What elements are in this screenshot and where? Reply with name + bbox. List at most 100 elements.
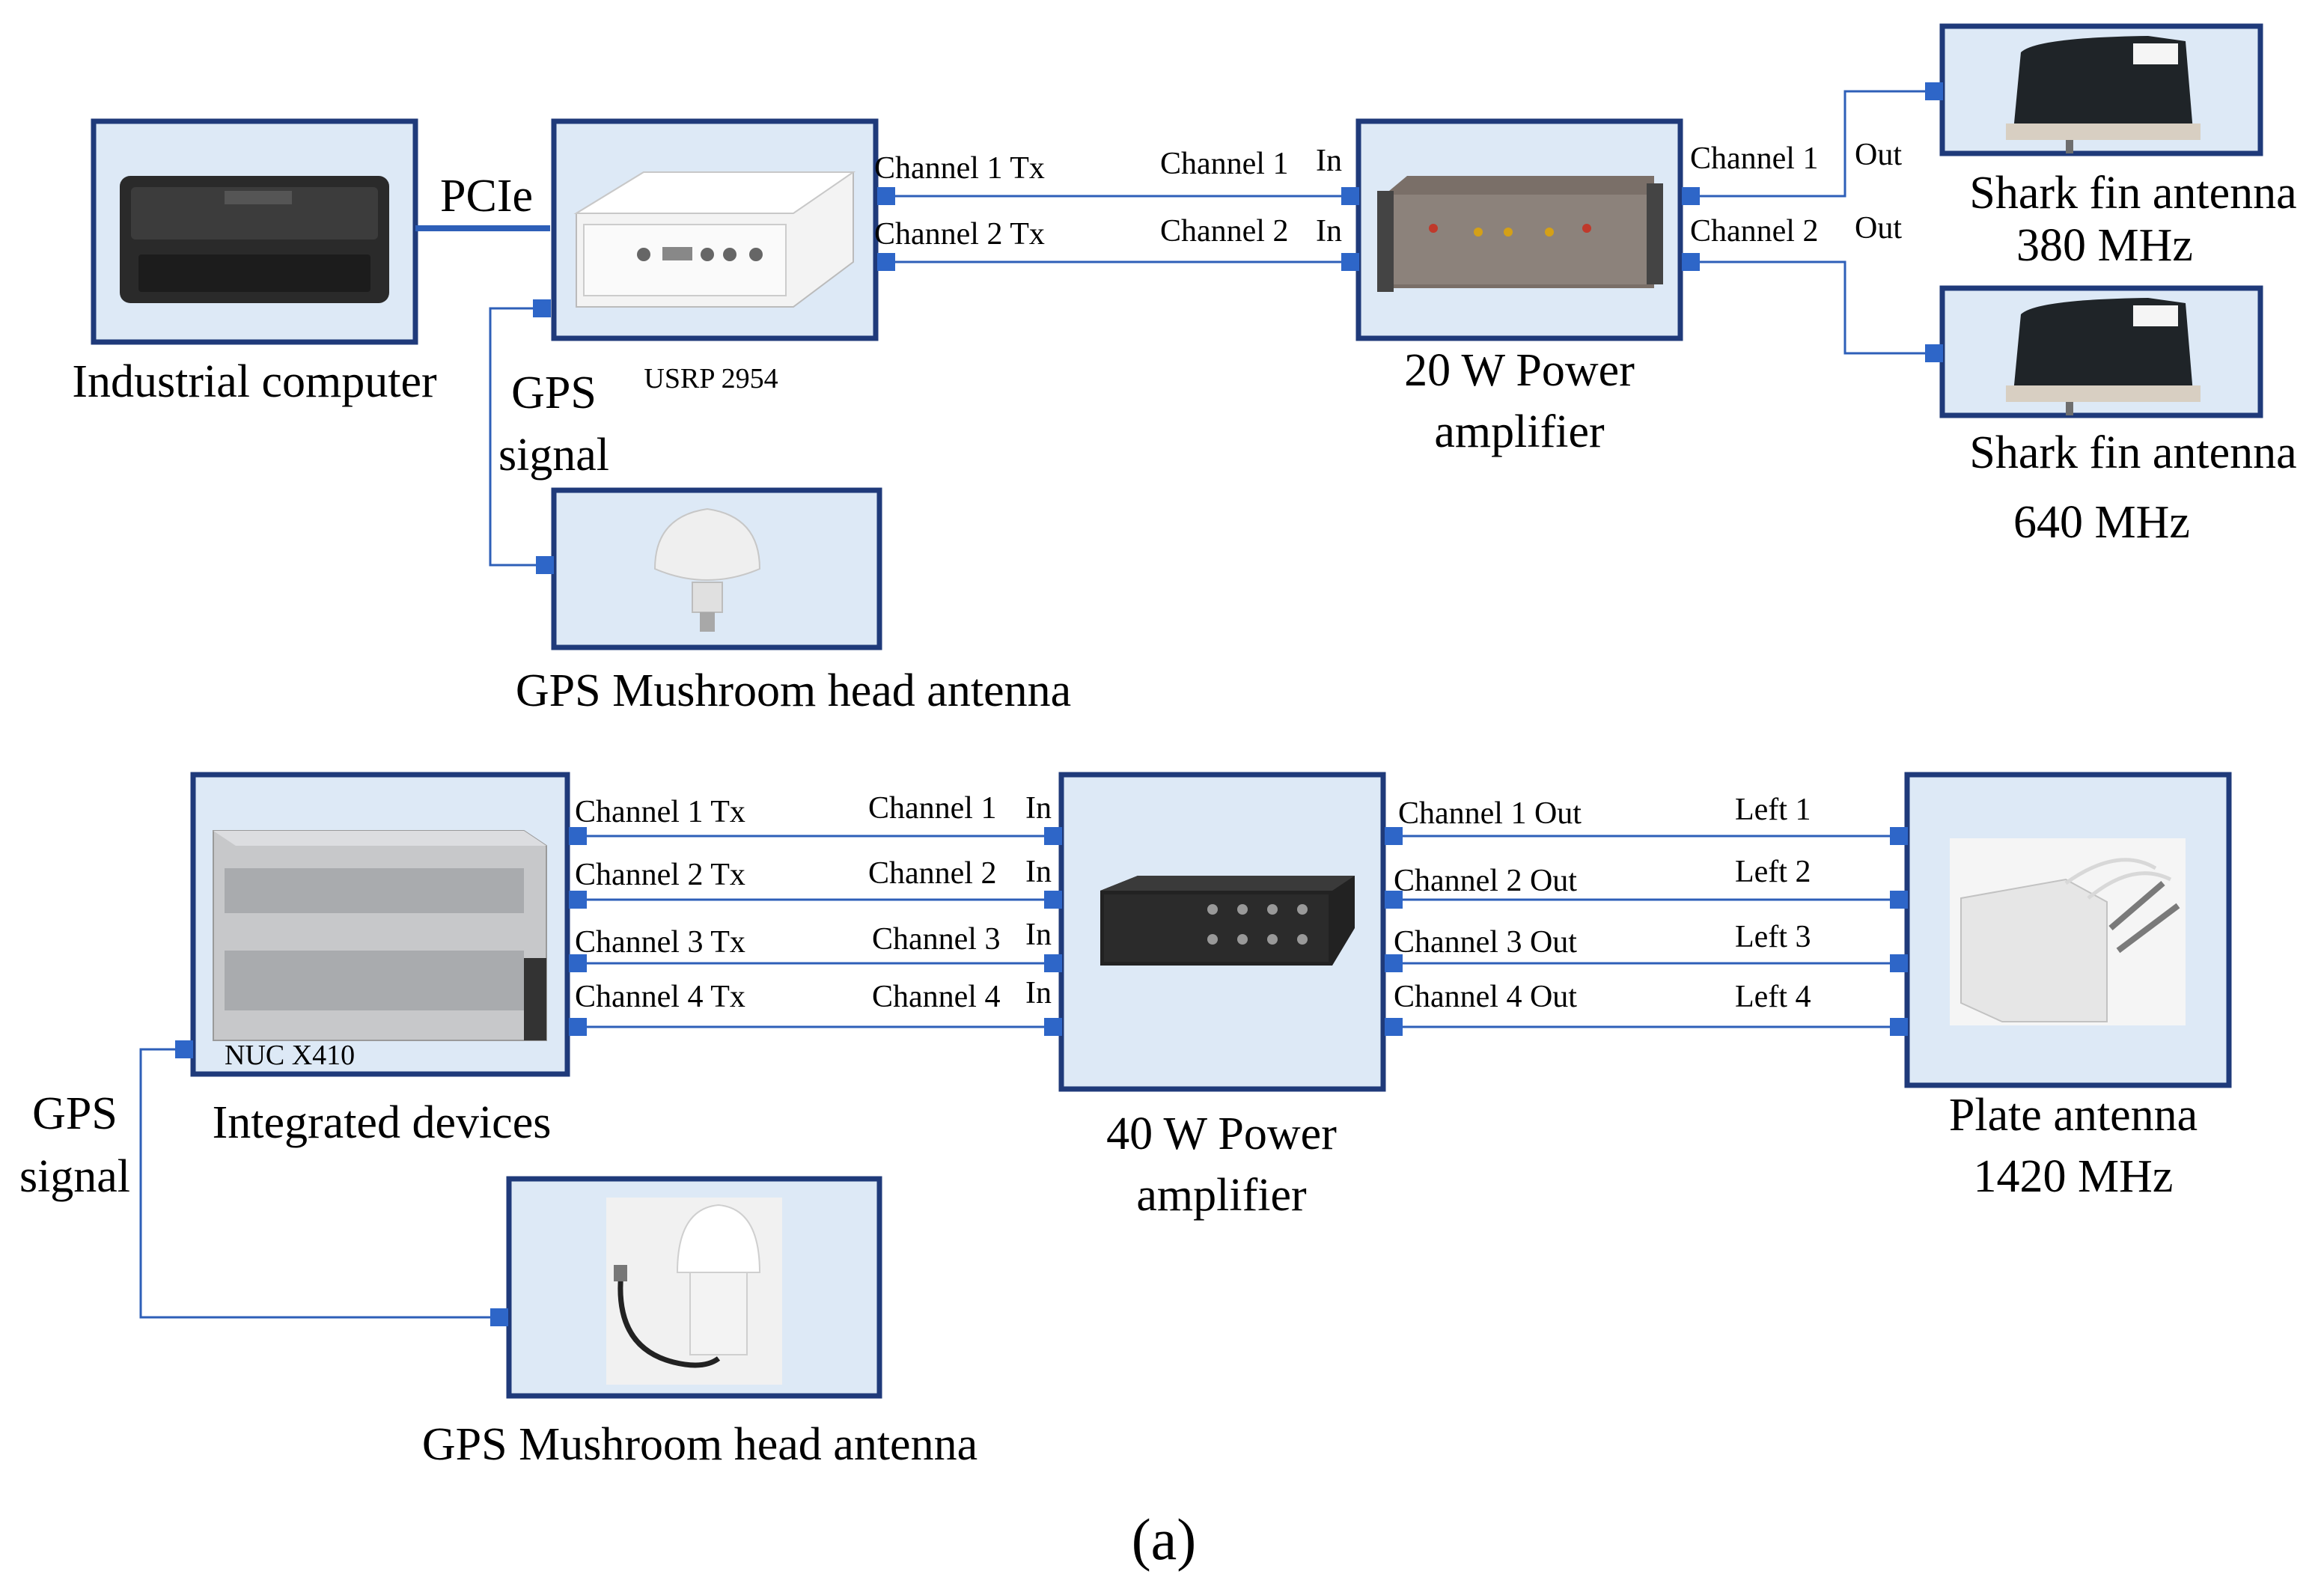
pcie-label: PCIe (440, 171, 533, 222)
gps-antenna-port-top (536, 556, 554, 574)
amp40-in-port-2 (1044, 891, 1062, 909)
top-out2-word: Out (1855, 211, 1902, 245)
top-ch1-tx-label: Channel 1 Tx (874, 151, 1045, 186)
shark-640-label-2: 640 MHz (2013, 497, 2190, 548)
amp40-in-port-1 (1044, 827, 1062, 845)
bottom-left-label-1: Left 1 (1735, 793, 1811, 827)
industrial-computer-label: Industrial computer (72, 356, 437, 407)
shark-antenna-380-block: Shark fin antenna 380 MHz (1925, 23, 2297, 271)
integrated-devices-label: Integrated devices (213, 1097, 552, 1148)
bottom-tx-label-4: Channel 4 Tx (575, 980, 745, 1014)
top-out1-word: Out (1855, 138, 1902, 172)
gps-antenna-block-bottom: GPS Mushroom head antenna (422, 1176, 978, 1470)
bottom-left-label-2: Left 2 (1735, 855, 1811, 889)
amp20-block: 20 W Power amplifier (1341, 118, 1700, 457)
gps-signal-wire-top (489, 307, 537, 567)
top-ch2-tx-label: Channel 2 Tx (874, 217, 1045, 251)
gps-antenna-port-bottom (490, 1308, 508, 1326)
mushroom-antenna-image-bottom (606, 1198, 782, 1385)
bottom-tx-label-2: Channel 2 Tx (575, 858, 745, 892)
bottom-left-label-4: Left 4 (1735, 980, 1811, 1014)
bottom-out-label-2: Channel 2 Out (1394, 864, 1577, 898)
nuc-label: NUC X410 (225, 1040, 355, 1071)
gps-signal-label-bottom-1: GPS (32, 1088, 118, 1139)
amp40-label-1: 40 W Power (1106, 1108, 1337, 1159)
shark-640-label-1: Shark fin antenna (1969, 427, 2296, 478)
plate-port-3 (1890, 954, 1908, 972)
shark-fin-image-640 (2006, 298, 2201, 415)
top-ch2-in-label: Channel 2 (1160, 214, 1288, 248)
bottom-out-label-4: Channel 4 Out (1394, 980, 1577, 1014)
amp20-in-port-1 (1341, 187, 1359, 205)
shark-380-label-2: 380 MHz (2016, 220, 2193, 271)
top-out2-wire (1700, 260, 1931, 355)
usrp-label: USRP 2954 (644, 363, 778, 394)
amp40-out-port-4 (1385, 1018, 1403, 1036)
plate-port-1 (1890, 827, 1908, 845)
bottom-in-label-2: Channel 2 (868, 856, 996, 891)
industrial-computer-block: Industrial computer (72, 118, 437, 407)
gps-antenna-label-bottom: GPS Mushroom head antenna (422, 1419, 978, 1470)
gps-signal-wire-bottom (139, 1048, 490, 1319)
amp20-image (1377, 176, 1663, 292)
amp40-out-port-3 (1385, 954, 1403, 972)
top-ch1-in-label: Channel 1 (1160, 147, 1288, 181)
top-out1-label: Channel 1 (1690, 141, 1818, 176)
plate-antenna-image (1950, 838, 2186, 1025)
mushroom-antenna-image-top (653, 507, 761, 632)
plate-port-2 (1890, 891, 1908, 909)
nuc-port-3 (569, 954, 587, 972)
gps-antenna-label-top: GPS Mushroom head antenna (516, 665, 1071, 716)
top-out1-wire (1700, 90, 1925, 198)
bottom-in-label-3: Channel 3 (872, 922, 1000, 957)
nuc-port-2 (569, 891, 587, 909)
bottom-tx-label-1: Channel 1 Tx (575, 795, 745, 829)
gps-antenna-block-top: GPS Mushroom head antenna (516, 487, 1071, 716)
usrp-block: USRP 2954 (533, 118, 895, 394)
nuc-port-1 (569, 827, 587, 845)
shark-640-port (1925, 344, 1943, 362)
amp40-block: 40 W Power amplifier (1044, 772, 1403, 1221)
gps-signal-label-bottom-2: signal (19, 1151, 130, 1202)
bottom-out-label-1: Channel 1 Out (1398, 796, 1582, 831)
amp40-in-port-3 (1044, 954, 1062, 972)
plate-antenna-label-1: Plate antenna (1949, 1090, 2198, 1141)
amp20-label-2: amplifier (1434, 406, 1605, 457)
bottom-tx-label-3: Channel 3 Tx (575, 925, 745, 960)
amp20-out-port-1 (1682, 187, 1700, 205)
plate-antenna-block: Plate antenna 1420 MHz (1890, 772, 2232, 1202)
plate-port-4 (1890, 1018, 1908, 1036)
top-ch1-in-word: In (1316, 144, 1342, 178)
shark-380-label-1: Shark fin antenna (1969, 168, 2296, 219)
usrp-image (573, 171, 856, 308)
usrp-port-ch1 (877, 187, 895, 205)
plate-antenna-label-2: 1420 MHz (1974, 1151, 2174, 1202)
nuc-block: NUC X410 Integrated devices (175, 772, 587, 1148)
shark-fin-image-380 (2006, 36, 2201, 153)
bottom-in-label-1: Channel 1 (868, 791, 996, 826)
laptop-image (120, 176, 389, 303)
figure-caption: (a) (1132, 1507, 1197, 1572)
bottom-in-word-1: In (1025, 791, 1052, 826)
gps-signal-label-top-2: signal (498, 430, 609, 481)
bottom-out-label-3: Channel 3 Out (1394, 925, 1577, 960)
amp40-label-2: amplifier (1136, 1170, 1307, 1221)
amp20-in-port-2 (1341, 253, 1359, 271)
amp40-image (1100, 876, 1355, 966)
nuc-port-gps (175, 1040, 193, 1058)
gps-signal-label-top-1: GPS (511, 367, 597, 418)
usrp-port-gps (533, 299, 551, 317)
top-ch2-in-word: In (1316, 214, 1342, 248)
bottom-left-label-3: Left 3 (1735, 920, 1811, 954)
nuc-image (213, 830, 547, 1041)
bottom-in-word-4: In (1025, 976, 1052, 1010)
bottom-in-word-3: In (1025, 918, 1052, 952)
amp40-out-port-1 (1385, 827, 1403, 845)
bottom-in-label-4: Channel 4 (872, 980, 1000, 1014)
shark-antenna-640-block: Shark fin antenna 640 MHz (1925, 285, 2297, 548)
bottom-in-word-2: In (1025, 855, 1052, 889)
amp40-in-port-4 (1044, 1018, 1062, 1036)
top-out2-label: Channel 2 (1690, 214, 1818, 248)
shark-380-port (1925, 82, 1943, 100)
amp20-out-port-2 (1682, 253, 1700, 271)
